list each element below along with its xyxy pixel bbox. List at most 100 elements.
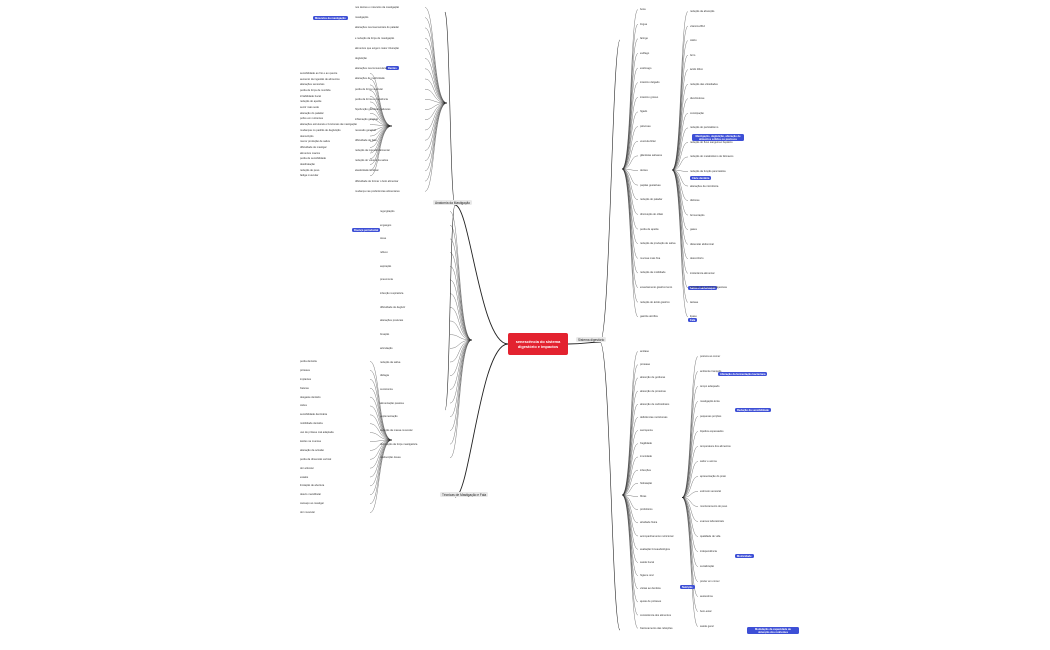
node-label[interactable]: redução da motilidade [640,271,666,275]
node-label[interactable]: ambiente tranquilo [700,370,722,373]
node-label[interactable]: limitação de abertura [300,484,325,488]
node-label[interactable]: redução do apetite [300,100,322,104]
node-label[interactable]: diminuição da força mastigatória [380,442,418,446]
node-label[interactable]: diminuição do olfato [640,212,664,216]
node-label[interactable]: redução das vilosidades [690,82,718,86]
node-label[interactable]: boca [640,8,646,11]
highlight-badge[interactable]: Fala [688,318,698,323]
node-label[interactable]: pobre em nutrientes [300,117,324,121]
node-label[interactable]: reabsorção óssea [380,456,401,460]
node-label[interactable]: hidratação [640,481,653,485]
node-label[interactable]: desconforto [690,257,704,261]
node-label[interactable]: redução da saliva [380,360,401,364]
highlight-badge[interactable]: Alteração da fermentação bacteriana [718,372,768,377]
node-label[interactable]: mucosa mais fina [640,256,661,260]
node-label[interactable]: absorção de gorduras [640,376,666,380]
node-label[interactable]: aspiração [380,264,392,268]
node-label[interactable]: disbiose [690,199,700,203]
node-label[interactable]: absorção de proteínas [640,389,666,393]
node-label[interactable]: estômago [640,66,652,70]
node-label[interactable]: mobilidade dentária [300,422,323,426]
node-label[interactable]: próteses [300,368,310,372]
node-label[interactable]: perda dentária [300,360,317,363]
node-label[interactable]: gastrite atrófica [640,315,658,319]
node-label[interactable]: glândulas salivares [640,154,663,158]
central-topic[interactable]: senescência do sistema digestório e impa… [508,333,568,355]
node-label[interactable]: líquidos espessados [700,430,724,433]
node-label[interactable]: redução do paladar [640,198,663,202]
node-label[interactable]: tempo adequado [700,385,720,388]
node-label[interactable]: absorção de carboidratos [640,402,670,406]
node-label[interactable]: alterações da microbiota [690,184,719,188]
node-label[interactable]: sabor e aroma [700,460,717,463]
node-label[interactable]: prazer em comer [700,580,720,583]
node-label[interactable]: papilas gustativas [640,183,661,187]
node-label[interactable]: engasgos [380,223,392,227]
node-label[interactable]: aumento da ingestão de alimentos [300,77,340,81]
node-label[interactable]: redução da produção de saliva [640,242,676,246]
node-label[interactable]: ácido fólico [690,68,703,72]
node-label[interactable]: vesícula biliar [640,139,656,143]
node-label[interactable]: atividade física [640,521,658,525]
node-label[interactable]: perda de força de mordida [300,89,331,93]
node-label[interactable]: estímulo sensorial [700,490,721,493]
node-label[interactable]: faringe [640,37,648,41]
node-label[interactable]: mudança nas preferências alimentares [355,189,400,193]
node-label[interactable]: tosse [380,237,387,241]
node-label[interactable]: bem-estar [700,610,712,613]
node-label[interactable]: uso de prótese mal adaptada [300,431,334,435]
node-label[interactable]: redução de peso [300,168,320,172]
node-label[interactable]: alimentos macios [300,151,321,155]
node-label[interactable]: alterações neuromusculares [355,67,388,71]
node-label[interactable]: independência [700,550,717,553]
node-label[interactable]: redução da massa muscular [380,428,413,432]
node-label[interactable]: fermentação [690,213,705,217]
highlight-badge[interactable]: Saliva e alimentação [688,286,718,291]
node-label[interactable]: mastigação lenta [700,400,720,403]
branch-digestive-system[interactable]: Sistema digestório [576,337,607,342]
node-label[interactable]: redução do ácido gástrico [640,300,670,304]
node-label[interactable]: dor muscular [300,511,315,515]
branch-anatomy[interactable]: Anatomia da Mastigação [433,200,473,205]
node-label[interactable]: dificuldade de deglutir [380,305,406,309]
node-label[interactable]: acompanhamento nutricional [640,534,674,538]
node-label[interactable]: probióticos [640,508,653,512]
node-label[interactable]: alterações posturais [380,319,404,323]
node-label[interactable]: socialização [700,565,715,568]
node-label[interactable]: dificuldade de mastigar [300,145,327,149]
node-label[interactable]: regurgitação [380,210,395,213]
node-label[interactable]: desgaste dentário [300,395,321,399]
node-label[interactable]: alimentação pastosa [380,401,404,405]
node-label[interactable]: vitamina B12 [690,24,705,28]
node-label[interactable]: estalos [300,475,309,479]
node-label[interactable]: monitoramento do peso [700,505,728,508]
node-label[interactable]: implantes [300,377,312,381]
node-label[interactable]: infecções [640,468,651,472]
node-label[interactable]: refluxo [380,251,388,255]
highlight-badge[interactable]: Nutrição [680,585,695,590]
node-label[interactable]: alterações de motricidade [355,77,385,81]
highlight-badge[interactable]: Mastigação, deglutição, alteração de ali… [692,134,744,142]
highlight-badge[interactable]: Músculos da mastigação [313,16,348,21]
node-label[interactable]: intestino grosso [640,95,659,99]
node-label[interactable]: irritabilidade bucal [300,94,321,98]
node-label[interactable]: postura ao comer [700,355,721,358]
node-label[interactable]: ajuste de próteses [640,600,662,604]
node-label[interactable]: nos dentes e músculos da mastigação [355,6,400,9]
node-label[interactable]: esôfago [640,51,650,55]
node-label[interactable]: diverticulose [690,97,705,101]
node-label[interactable]: lactase [690,300,699,304]
node-label[interactable]: pequenas porções [700,415,722,418]
node-label[interactable]: menor produção de saliva [300,140,330,144]
node-label[interactable]: protease [640,363,651,367]
node-label[interactable]: saúde geral [700,625,714,628]
node-label[interactable]: avaliação fonoaudiológica [640,547,670,551]
node-label[interactable]: desidratação [300,162,315,166]
node-label[interactable]: perda da forma e resistência [355,97,388,101]
node-label[interactable]: perda de força muscular [355,87,383,91]
node-label[interactable]: amilase [640,350,649,353]
highlight-badge[interactable]: Cárie dentária [690,176,712,181]
node-label[interactable]: fracionamento das refeições [640,626,673,630]
node-label[interactable]: apresentação do prato [700,475,726,478]
node-label[interactable]: fígado [640,110,648,114]
